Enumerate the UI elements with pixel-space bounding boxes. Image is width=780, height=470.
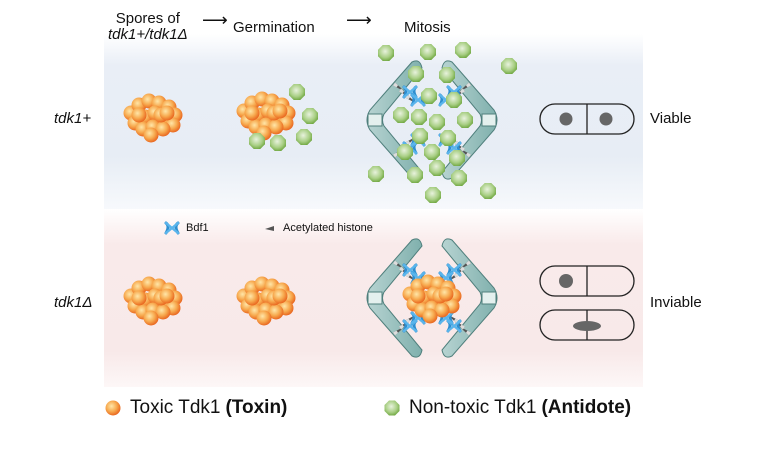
nucleus-stretched <box>573 321 601 331</box>
bdf1-legend-label: Bdf1 <box>186 222 209 234</box>
toxin-cluster-mitosis-tdk1-delta <box>402 274 462 324</box>
histone-legend-label: Acetylated histone <box>283 222 373 234</box>
antidote-octagon <box>424 144 440 160</box>
toxin-sphere <box>131 107 147 123</box>
genotype-label-tdk1-plus: tdk1+ <box>54 110 92 127</box>
antidote-octagon <box>412 128 428 144</box>
antidote-octagon <box>393 107 409 123</box>
header-germination: Germination <box>233 19 315 36</box>
toxin-sphere <box>438 286 454 302</box>
toxin-sphere <box>159 288 175 304</box>
toxin-sphere <box>268 304 284 320</box>
nucleus <box>559 112 573 126</box>
legend-toxin-bold: (Toxin) <box>225 397 288 418</box>
legend-toxin-label: Toxic Tdk1 <box>130 397 221 418</box>
header-spores-line2: tdk1+/tdk1Δ <box>108 26 188 43</box>
antidote-octagon <box>440 130 456 146</box>
header-mitosis: Mitosis <box>404 19 451 36</box>
cell-inviable-1 <box>539 265 635 297</box>
spindle-pole-body <box>481 291 497 305</box>
nucleus <box>599 112 613 126</box>
antidote-octagon <box>451 170 467 186</box>
toxin-sphere <box>131 290 147 306</box>
toxin-sphere <box>256 310 272 326</box>
arrow-right-icon: ⟶ <box>202 10 228 30</box>
toxin-sphere-icon <box>105 400 121 416</box>
legend-antidote-label: Non-toxic Tdk1 <box>409 397 537 418</box>
outcome-viable: Viable <box>650 110 692 127</box>
toxin-sphere <box>143 127 159 143</box>
cell-inviable-2 <box>539 309 635 341</box>
toxin-cluster-spore-tdk1-plus <box>123 93 183 143</box>
histone-legend-icon <box>265 226 274 231</box>
toxin-cluster-germination-tdk1-plus <box>236 91 296 141</box>
arrow-right-icon: ⟶ <box>346 10 372 30</box>
genotype-label-tdk1-delta: tdk1Δ <box>54 294 93 311</box>
antidote-octagon <box>249 133 265 149</box>
legend-antidote-bold: (Antidote) <box>541 397 632 418</box>
antidote-octagon <box>378 45 394 61</box>
antidote-octagon <box>408 66 424 82</box>
cell-viable <box>539 103 635 135</box>
antidote-octagon <box>501 58 517 74</box>
spindle-pole-body <box>367 291 383 305</box>
toxin-sphere <box>143 310 159 326</box>
antidote-octagon <box>449 150 465 166</box>
toxin-sphere <box>159 105 175 121</box>
antidote-octagon <box>302 108 318 124</box>
antidote-octagon <box>368 166 384 182</box>
antidote-octagon <box>407 167 423 183</box>
spindle-pole-body <box>481 113 497 127</box>
spindle-pole-body <box>367 113 383 127</box>
antidote-octagon <box>480 183 496 199</box>
antidote-octagon <box>425 187 441 203</box>
antidote-octagon <box>270 135 286 151</box>
toxin-sphere <box>422 308 438 324</box>
legend-toxin: Toxic Tdk1 (Toxin) <box>104 397 287 419</box>
antidote-octagon-icon <box>384 400 400 416</box>
antidote-octagon <box>397 144 413 160</box>
antidote-octagon <box>421 88 437 104</box>
antidote-octagon <box>439 67 455 83</box>
toxin-sphere <box>272 288 288 304</box>
nucleus <box>559 274 573 288</box>
toxin-sphere <box>434 302 450 318</box>
antidote-octagon <box>455 42 471 58</box>
toxin-sphere <box>155 121 171 137</box>
toxin-cluster-germination-tdk1-delta <box>236 276 296 326</box>
toxin-sphere <box>244 105 260 121</box>
antidote-octagon <box>457 112 473 128</box>
bdf1-legend-icon <box>164 221 180 235</box>
antidote-octagon <box>429 160 445 176</box>
header-spores: Spores of tdk1+/tdk1Δ <box>108 11 188 43</box>
toxin-sphere <box>155 304 171 320</box>
legend-antidote: Non-toxic Tdk1 (Antidote) <box>383 397 631 419</box>
toxin-sphere <box>410 288 426 304</box>
toxin-sphere <box>268 119 284 135</box>
toxin-cluster-spore-tdk1-delta <box>123 276 183 326</box>
antidote-octagon <box>296 129 312 145</box>
antidote-octagon <box>429 114 445 130</box>
antidote-octagon <box>411 109 427 125</box>
toxin-sphere <box>272 103 288 119</box>
outcome-inviable: Inviable <box>650 294 702 311</box>
header-spores-line1: Spores of <box>115 10 180 27</box>
antidote-octagon <box>420 44 436 60</box>
antidote-octagon <box>289 84 305 100</box>
toxin-sphere <box>244 290 260 306</box>
antidote-octagon <box>446 92 462 108</box>
